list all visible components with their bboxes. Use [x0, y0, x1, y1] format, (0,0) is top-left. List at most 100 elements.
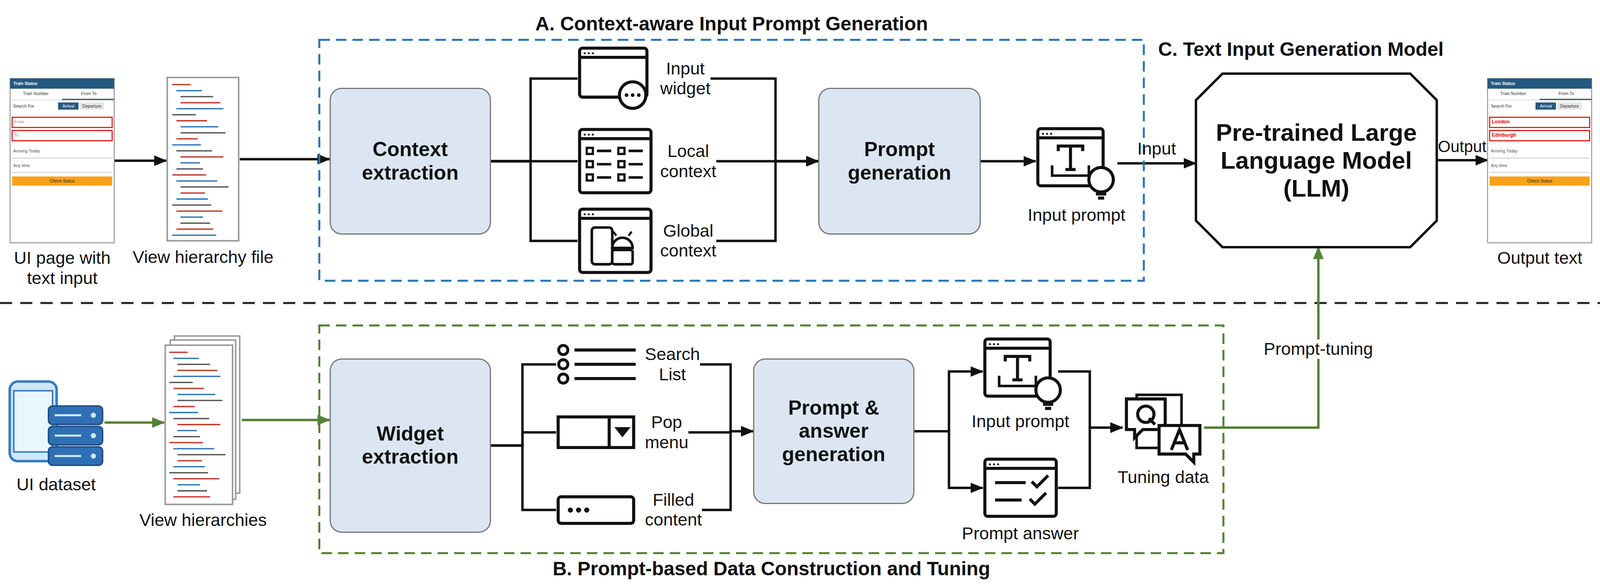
icon-item: Input prompt — [1021, 126, 1132, 226]
node-label: Global context — [660, 220, 717, 261]
icon-stroke — [984, 346, 1050, 350]
node-label: Pre-trained Large Language Model (LLM) — [1208, 118, 1425, 203]
screen-text: Arriving Today — [13, 148, 41, 154]
icon-stroke — [628, 149, 643, 153]
connector — [491, 364, 557, 446]
icon-item: Tuning data — [1114, 392, 1213, 488]
icon-item: Filled content — [556, 489, 703, 530]
connector — [239, 158, 330, 161]
code-line — [177, 429, 197, 431]
node-label: View hierarchy file — [121, 247, 285, 267]
icon-drawing — [577, 127, 654, 195]
pop-icon — [558, 416, 634, 448]
icon-stroke — [574, 362, 636, 367]
icon-drawing — [577, 46, 654, 112]
list-icon — [558, 345, 636, 384]
screen-text: To — [14, 133, 19, 138]
screen-text: Departure — [1559, 103, 1579, 109]
icon-stroke — [574, 348, 636, 352]
filled-illustration — [556, 492, 638, 528]
screen-text: Train Status — [1490, 81, 1516, 86]
text-field — [1489, 117, 1590, 128]
node-label: Input widget — [660, 58, 711, 99]
screen-text: Train Number — [22, 91, 49, 96]
pop-illustration — [556, 413, 638, 451]
icon-stroke — [1042, 402, 1053, 406]
code-line — [180, 96, 214, 98]
icon-stroke — [54, 434, 82, 437]
section-heading: B. Prompt-based Data Construction and Tu… — [552, 557, 991, 580]
section-region: A. Context-aware Input Prompt Generation… — [318, 38, 1145, 282]
icon-stroke — [587, 52, 590, 55]
code-line — [177, 483, 201, 485]
code-line — [173, 387, 205, 389]
icon-item: Prompt answer — [957, 457, 1084, 544]
answer-icon — [984, 459, 1057, 517]
toggle-button — [58, 102, 79, 111]
code-line — [177, 369, 218, 371]
code-line — [172, 234, 216, 236]
icon-item: UI dataset — [5, 375, 108, 495]
list-illustration — [556, 343, 638, 385]
connector — [491, 161, 578, 242]
icon-stroke — [613, 231, 617, 236]
octagon-shape — [1195, 73, 1437, 248]
code-line — [180, 162, 201, 164]
code-line — [173, 417, 210, 420]
connector — [702, 431, 754, 511]
toggle-button — [79, 102, 105, 111]
icon-stroke — [628, 231, 632, 236]
screen-text: Train Number — [1500, 91, 1527, 96]
node-label: Prompt answer — [957, 523, 1084, 544]
node-label: View hierarchies — [139, 510, 267, 530]
icon-stroke — [596, 149, 612, 153]
node-label: UI page with text input — [7, 247, 118, 288]
connector — [491, 432, 557, 446]
icon-item: Input prompt — [965, 336, 1076, 432]
shot-icon — [1487, 78, 1592, 243]
code-line — [172, 84, 191, 86]
app-button — [12, 176, 113, 186]
icon-drawing — [7, 375, 105, 470]
text-field — [12, 117, 113, 128]
phone-screen — [1487, 78, 1592, 243]
dataset-icon — [9, 381, 103, 466]
code-line — [176, 228, 214, 230]
icon-stroke — [591, 52, 594, 55]
icon-stroke — [586, 148, 593, 155]
icon-stroke — [1098, 196, 1105, 200]
icon-stroke — [988, 342, 991, 345]
icon-stroke — [612, 237, 633, 248]
process-box: Context extraction — [329, 87, 492, 235]
icon-stroke — [1037, 136, 1103, 140]
screen-text: Edinburgh — [1492, 132, 1517, 138]
icon-stroke — [1096, 192, 1107, 196]
node-label: Input prompt — [1021, 205, 1132, 225]
bulb — [1035, 377, 1061, 403]
icon-drawing — [10, 78, 115, 243]
screen-text: Search For — [1490, 103, 1512, 109]
code-line — [173, 495, 211, 498]
window-frame — [984, 459, 1057, 517]
icon-item: View hierarchies — [139, 334, 267, 531]
icon-stroke — [618, 174, 625, 181]
widget-illustration — [577, 46, 654, 112]
node-label: Local context — [660, 141, 717, 182]
toggle-button — [1535, 102, 1556, 111]
files-illustration — [164, 334, 242, 506]
screen-text: From To — [1558, 91, 1575, 96]
process-box: Widget extraction — [329, 358, 492, 533]
screen-text: Arriving Today — [1490, 148, 1518, 154]
app-header — [10, 78, 115, 89]
code-line — [176, 168, 204, 170]
code-line — [177, 393, 216, 395]
dashed-border — [319, 39, 1145, 281]
connector — [710, 78, 819, 161]
connector — [1058, 427, 1123, 488]
node-label: Pop menu — [644, 412, 689, 453]
icon-item: Search List — [556, 343, 701, 385]
icon-stroke — [587, 133, 590, 136]
answer-illustration — [982, 457, 1059, 519]
icon-stroke — [612, 249, 633, 265]
node-label: Search List — [644, 344, 700, 385]
